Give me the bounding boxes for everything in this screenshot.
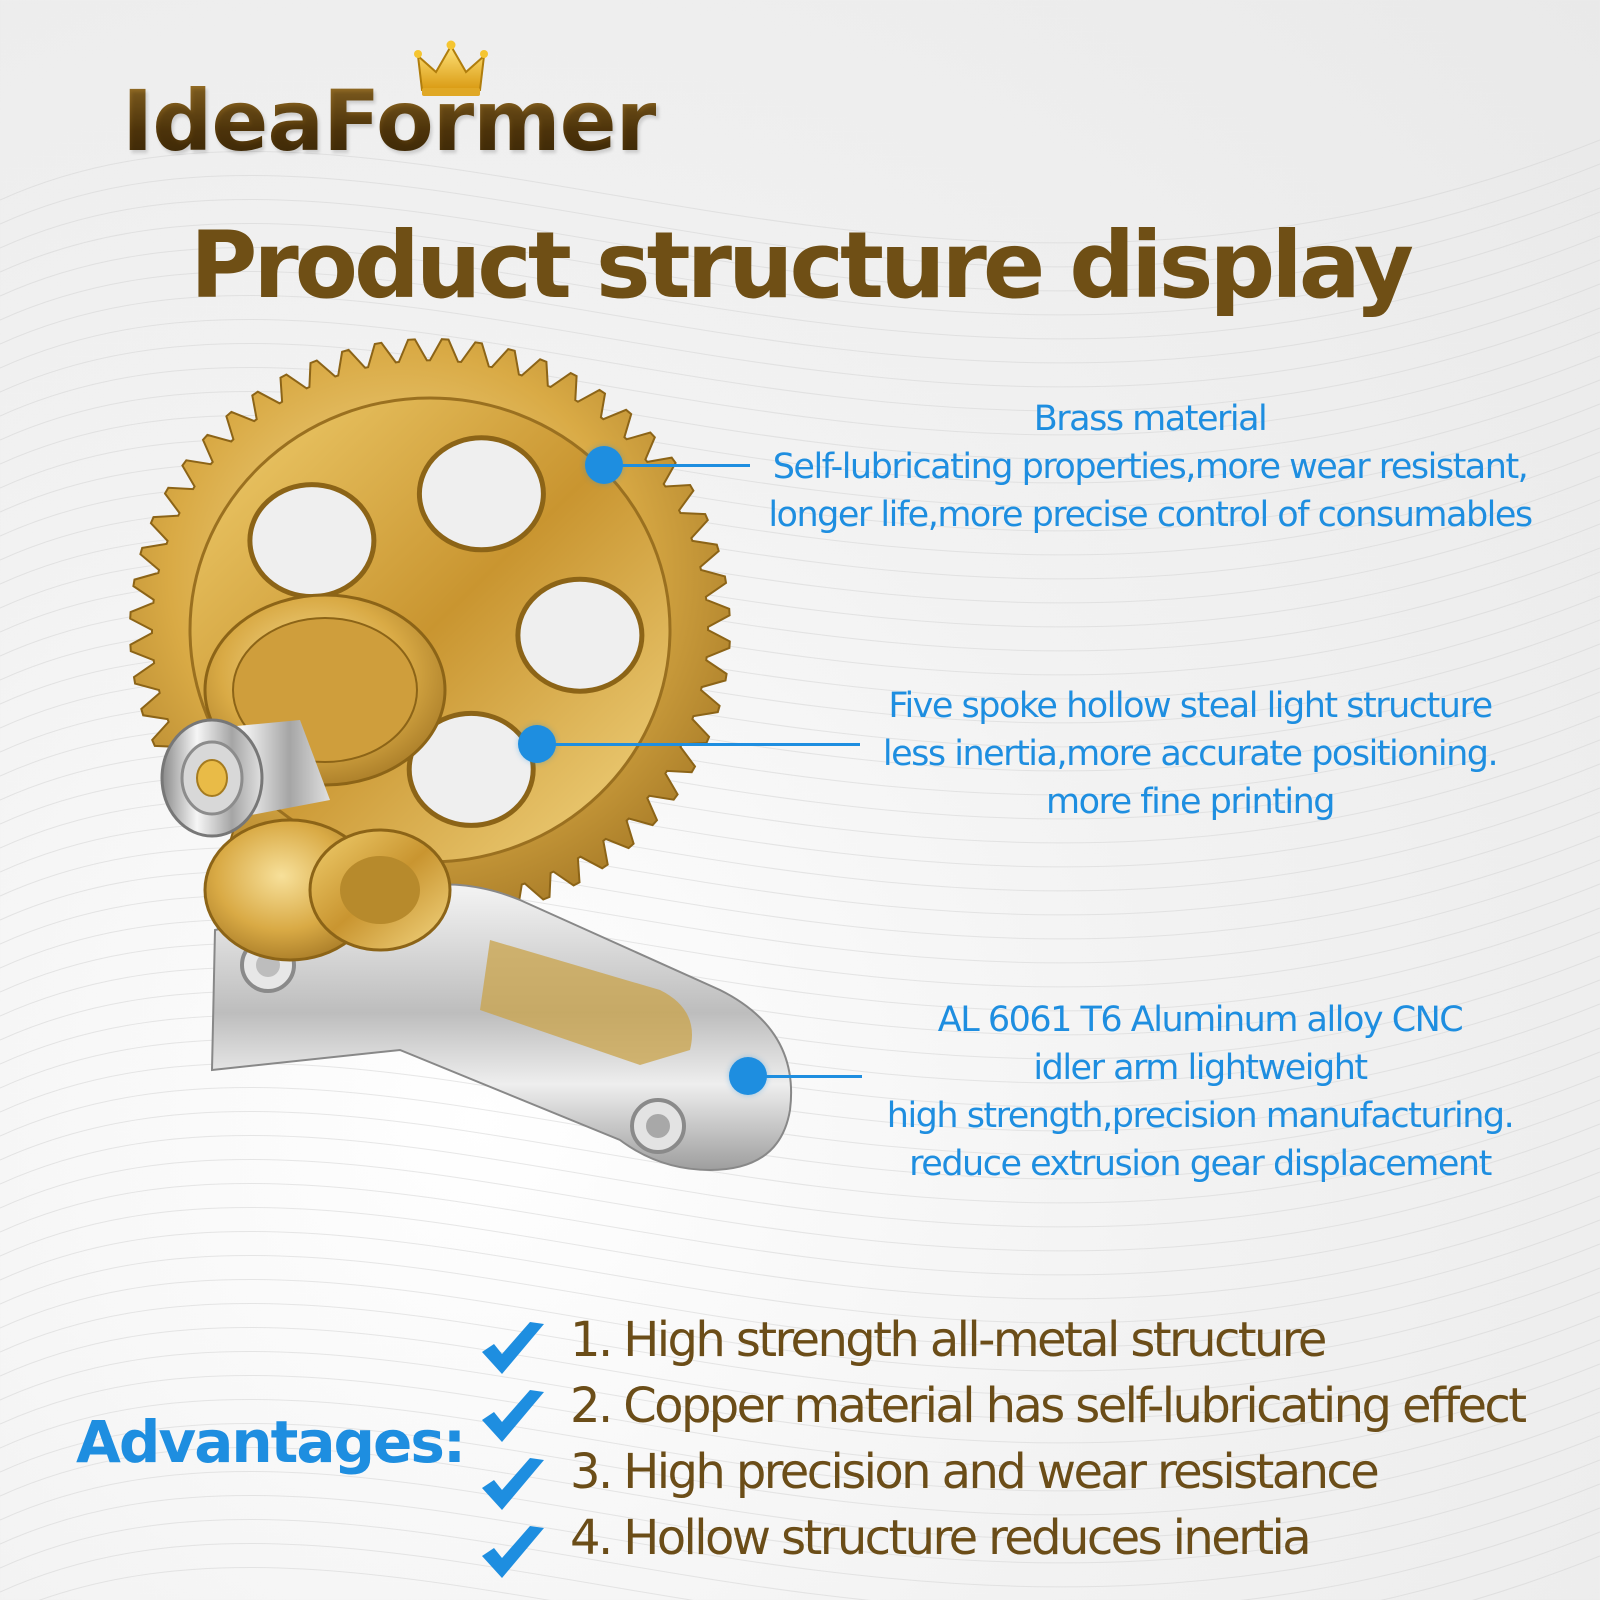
callout-line: reduce extrusion gear displacement [909,1144,1492,1184]
logo-text: IdeaFormer [122,72,657,170]
check-icon [482,1458,544,1510]
callout-line: high strength,precision manufacturing. [886,1096,1515,1136]
callout-leader-line [555,743,860,746]
check-icon [482,1322,544,1374]
callout-leader-line [622,464,750,467]
advantage-item: 2. Copper material has self-lubricating … [570,1378,1527,1434]
callout-marker-dot [518,725,556,763]
callout-marker-dot [585,446,623,484]
callout-marker-dot [729,1057,767,1095]
callout-line: more fine printing [1045,782,1336,822]
callout-line: Brass material [1033,399,1268,439]
crown-icon [414,40,488,96]
callout-line: Five spoke hollow steal light structure [888,686,1493,726]
callout-aluminum-idler: AL 6061 T6 Aluminum alloy CNC idler arm … [780,996,1600,1188]
callout-brass-material: Brass material Self-lubricating properti… [740,395,1560,539]
drive-gear-lower [203,818,452,962]
advantage-item: 1. High strength all-metal structure [570,1312,1327,1368]
callout-line: less inertia,more accurate positioning. [882,734,1499,774]
check-icon [482,1390,544,1442]
check-icon [482,1526,544,1578]
callout-leader-line [766,1075,862,1078]
callout-line: longer life,more precise control of cons… [768,495,1533,535]
callout-five-spoke: Five spoke hollow steal light structure … [770,682,1600,826]
steel-bearing [160,718,330,838]
brand-logo: IdeaFormer [122,40,682,172]
advantage-item: 4. Hollow structure reduces inertia [570,1510,1312,1566]
page-title: Product structure display [189,212,1414,319]
advantage-item: 3. High precision and wear resistance [570,1444,1380,1500]
callout-line: Self-lubricating properties,more wear re… [772,447,1529,487]
callout-line: AL 6061 T6 Aluminum alloy CNC [937,1000,1464,1040]
advantages-label: Advantages: [76,1408,466,1476]
callout-line: idler arm lightweight [1033,1048,1368,1088]
